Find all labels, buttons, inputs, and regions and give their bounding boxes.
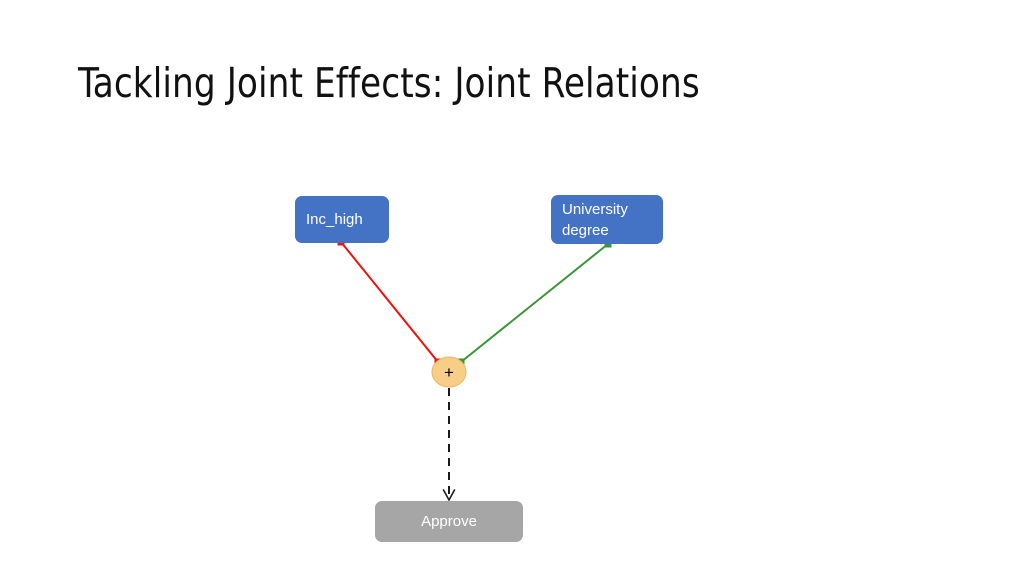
node-university-degree-label-line2: degree	[562, 221, 609, 239]
node-inc-high-label: Inc_high	[306, 211, 363, 228]
node-approve-label: Approve	[421, 513, 477, 530]
edge-inc-high-line	[340, 241, 439, 363]
edge-inc-high-to-junction	[337, 238, 442, 366]
node-university-degree[interactable]: University degree	[551, 195, 663, 244]
joint-junction-node[interactable]	[431, 356, 467, 388]
page-title: Tackling Joint Effects: Joint Relations	[78, 59, 700, 107]
node-university-degree-label-line1: University	[562, 200, 628, 218]
node-approve[interactable]: Approve	[375, 501, 523, 542]
edge-university-degree-line	[460, 243, 609, 363]
node-inc-high[interactable]: Inc_high	[295, 196, 389, 243]
edge-university-degree-source-marker	[604, 240, 612, 248]
edge-university-degree-to-junction	[457, 240, 612, 366]
edge-junction-to-approve	[442, 388, 456, 502]
arrowhead-icon	[442, 489, 456, 502]
